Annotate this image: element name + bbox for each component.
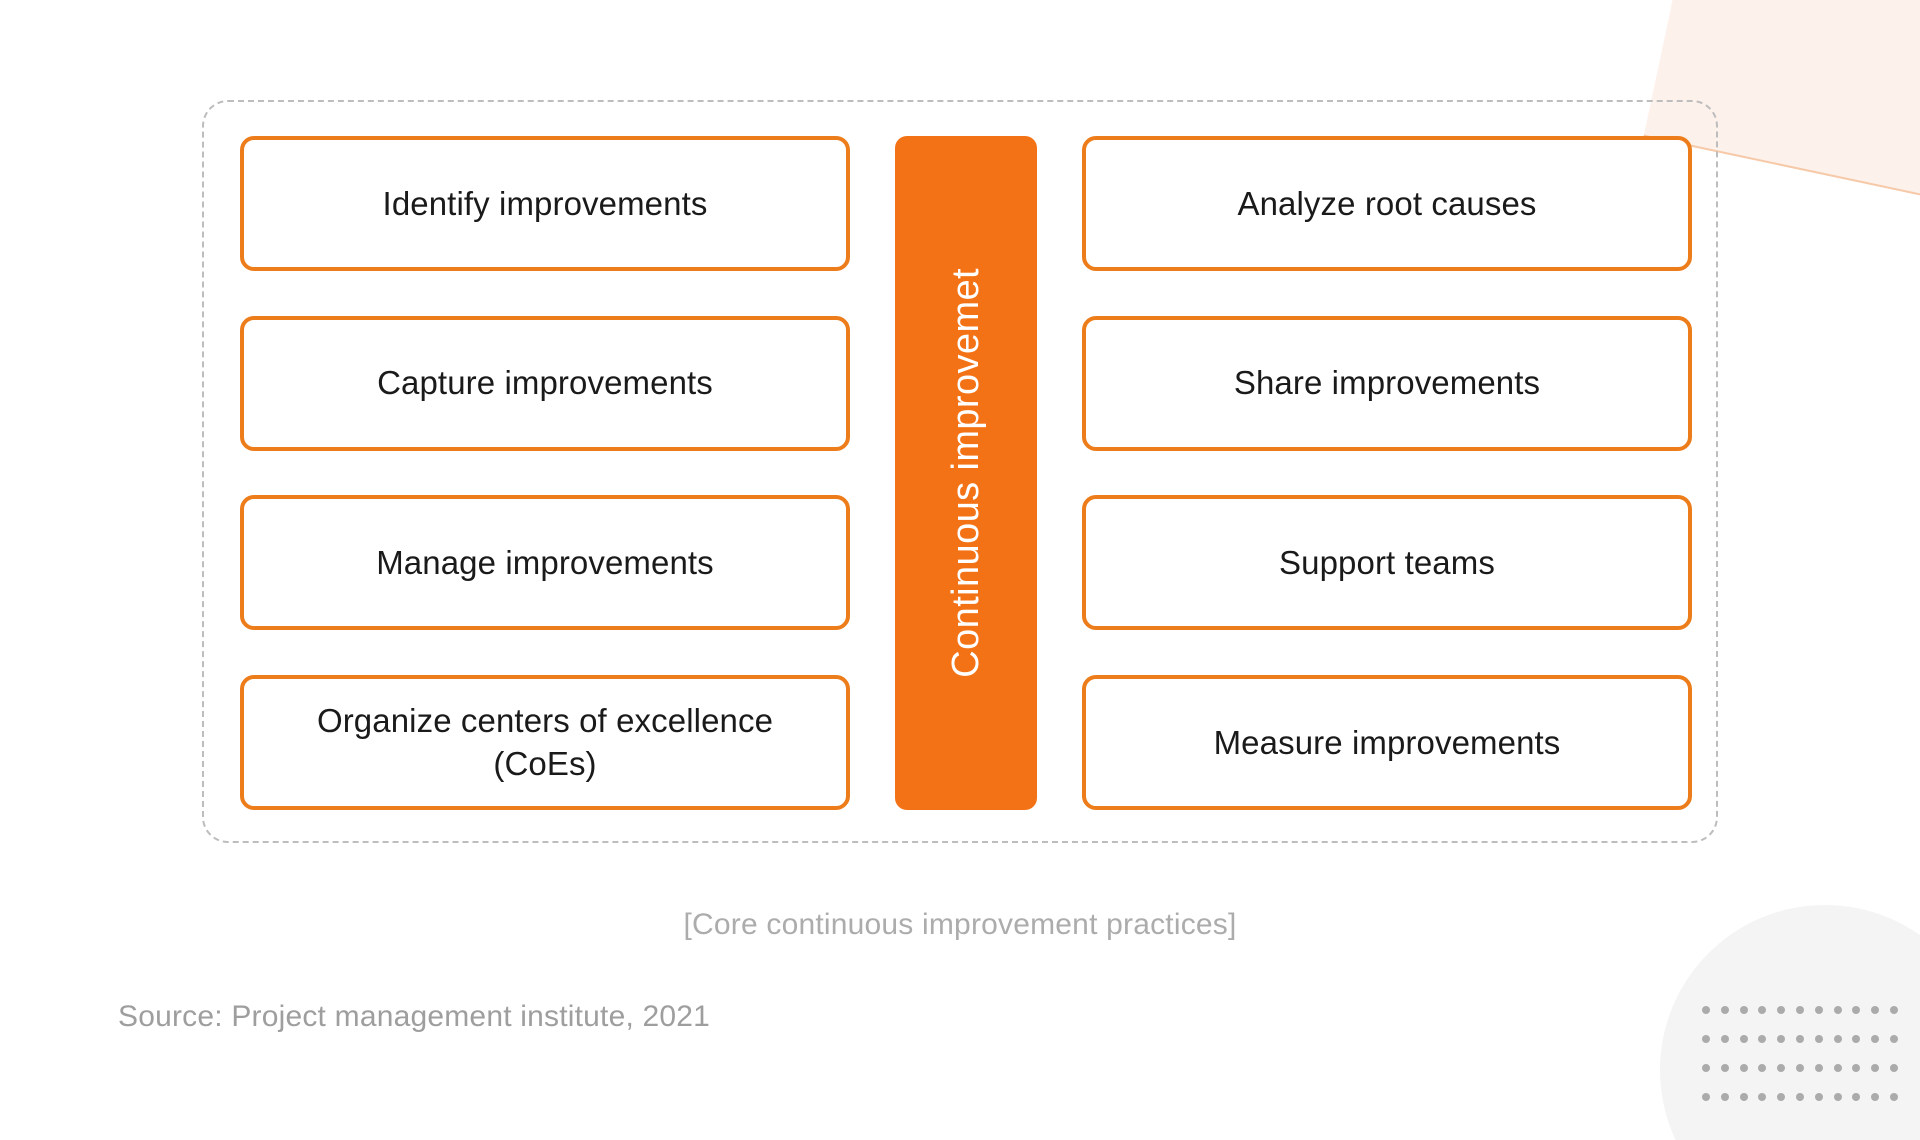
dot [1777,1064,1786,1072]
practice-box-organize-centers-of-excellence[interactable]: Organize centers of excellence (CoEs) [240,674,850,810]
dot [1702,1064,1710,1072]
dot [1795,1006,1804,1014]
practice-box-measure-improvements[interactable]: Measure improvements [1082,674,1692,810]
dot [1795,1093,1804,1101]
continuous-improvement-bar-label: Continuous improvemet [944,268,987,678]
practice-box-manage-improvements[interactable]: Manage improvements [240,495,850,631]
dot [1852,1093,1861,1101]
left-practice-column: Identify improvements Capture improvemen… [240,136,850,810]
practice-label: Manage improvements [376,544,714,582]
practice-box-capture-improvements[interactable]: Capture improvements [240,315,850,451]
decorative-dot-grid [1702,1006,1898,1112]
dot [1720,1035,1729,1043]
dot [1739,1035,1748,1043]
dot [1814,1064,1823,1072]
dot [1871,1064,1880,1072]
practice-label: Share improvements [1233,364,1541,402]
continuous-improvement-bar[interactable]: Continuous improvemet [895,136,1037,810]
dot [1871,1006,1880,1014]
practice-box-analyze-root-causes[interactable]: Analyze root causes [1082,136,1692,271]
dot [1889,1064,1898,1072]
practice-label: Capture improvements [377,364,713,402]
dot [1814,1035,1823,1043]
right-practice-column: Analyze root causes Share improvements S… [1082,136,1692,810]
dot [1739,1006,1748,1014]
source-note: Source: Project management institute, 20… [118,1000,711,1033]
dot-row [1702,1064,1898,1072]
practice-box-share-improvements[interactable]: Share improvements [1082,315,1692,451]
dot [1833,1093,1842,1101]
dot [1720,1093,1729,1101]
dot [1777,1006,1786,1014]
practice-label: Identify improvements [382,184,708,222]
dot [1758,1064,1767,1072]
practice-label: Organize centers of excellence (CoEs) [316,701,774,783]
dot [1833,1064,1842,1072]
dot [1795,1035,1804,1043]
diagram-dashed-frame [202,100,1718,843]
dot [1852,1064,1861,1072]
dot [1758,1035,1767,1043]
dot [1889,1006,1898,1014]
dot [1814,1006,1823,1014]
dot [1702,1035,1710,1043]
dot [1758,1093,1767,1101]
dot [1889,1035,1898,1043]
dot [1739,1064,1748,1072]
dot-row [1702,1093,1898,1101]
dot [1814,1093,1823,1101]
dot [1871,1093,1880,1101]
dot [1795,1064,1804,1072]
dot [1889,1093,1898,1101]
dot [1852,1035,1861,1043]
dot-row [1702,1006,1898,1014]
dot [1833,1006,1842,1014]
continuous-improvement-diagram: Identify improvements Capture improvemen… [240,136,1692,810]
practice-label: Measure improvements [1213,723,1561,761]
dot [1720,1064,1729,1072]
dot-row [1702,1035,1898,1043]
dot [1720,1006,1729,1014]
practice-label: Support teams [1279,544,1495,582]
dot [1833,1035,1842,1043]
dot [1777,1093,1786,1101]
practice-box-support-teams[interactable]: Support teams [1082,495,1692,631]
dot [1702,1093,1710,1101]
practice-label: Analyze root causes [1237,184,1537,222]
dot [1739,1093,1748,1101]
dot [1777,1035,1786,1043]
dot [1871,1035,1880,1043]
dot [1702,1006,1710,1014]
practice-box-identify-improvements[interactable]: Identify improvements [240,136,850,271]
figure-caption: [Core continuous improvement practices] [683,908,1237,941]
dot [1758,1006,1767,1014]
dot [1852,1006,1861,1014]
